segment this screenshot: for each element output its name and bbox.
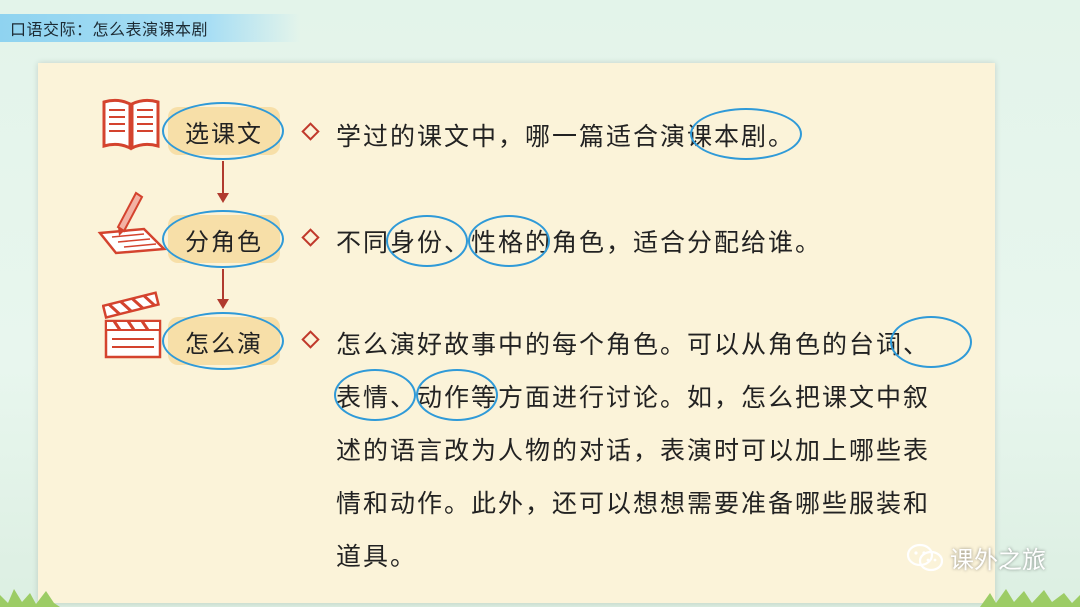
header-bar: 口语交际：怎么表演课本剧 — [0, 14, 300, 42]
bullet-diamond — [301, 330, 320, 349]
flow-arrow — [222, 161, 224, 195]
step-label-assign-roles: 分角色 — [168, 215, 280, 263]
step-description: 怎么演好故事中的每个角色。可以从角色的台词、 — [336, 330, 931, 359]
content-card: 选课文 分角色 怎么演 学过的课文中，哪一篇适合演课本剧。 不同身份、性格的角色… — [38, 63, 995, 603]
step-description: 情和动作。此外，还可以想想需要准备哪些服装和 — [336, 489, 931, 518]
step-description: 述的语言改为人物的对话，表演时可以加上哪些表 — [336, 436, 931, 465]
watermark: 课外之旅 — [906, 540, 1046, 575]
step-label-choose-text: 选课文 — [168, 107, 280, 155]
flow-arrow-head — [217, 299, 229, 309]
flow-arrow — [222, 269, 224, 303]
page-title: 口语交际：怎么表演课本剧 — [10, 20, 209, 39]
bullet-diamond — [301, 122, 320, 141]
step-description: 学过的课文中，哪一篇适合演课本剧。 — [336, 122, 796, 151]
bullet-diamond — [301, 228, 320, 247]
wechat-icon — [906, 543, 944, 571]
step-description: 表情、动作等方面进行讨论。如，怎么把课文中叙 — [336, 383, 931, 412]
flow-arrow-head — [217, 193, 229, 203]
step-label-how-to-act: 怎么演 — [168, 317, 280, 365]
clapperboard-icon — [102, 291, 162, 359]
step-description: 不同身份、性格的角色，适合分配给谁。 — [336, 228, 823, 257]
pencil-paper-icon — [97, 191, 167, 255]
watermark-text: 课外之旅 — [950, 546, 1046, 574]
grass-decoration — [0, 589, 1080, 607]
book-icon — [102, 98, 160, 151]
step-description: 道具。 — [336, 542, 418, 571]
